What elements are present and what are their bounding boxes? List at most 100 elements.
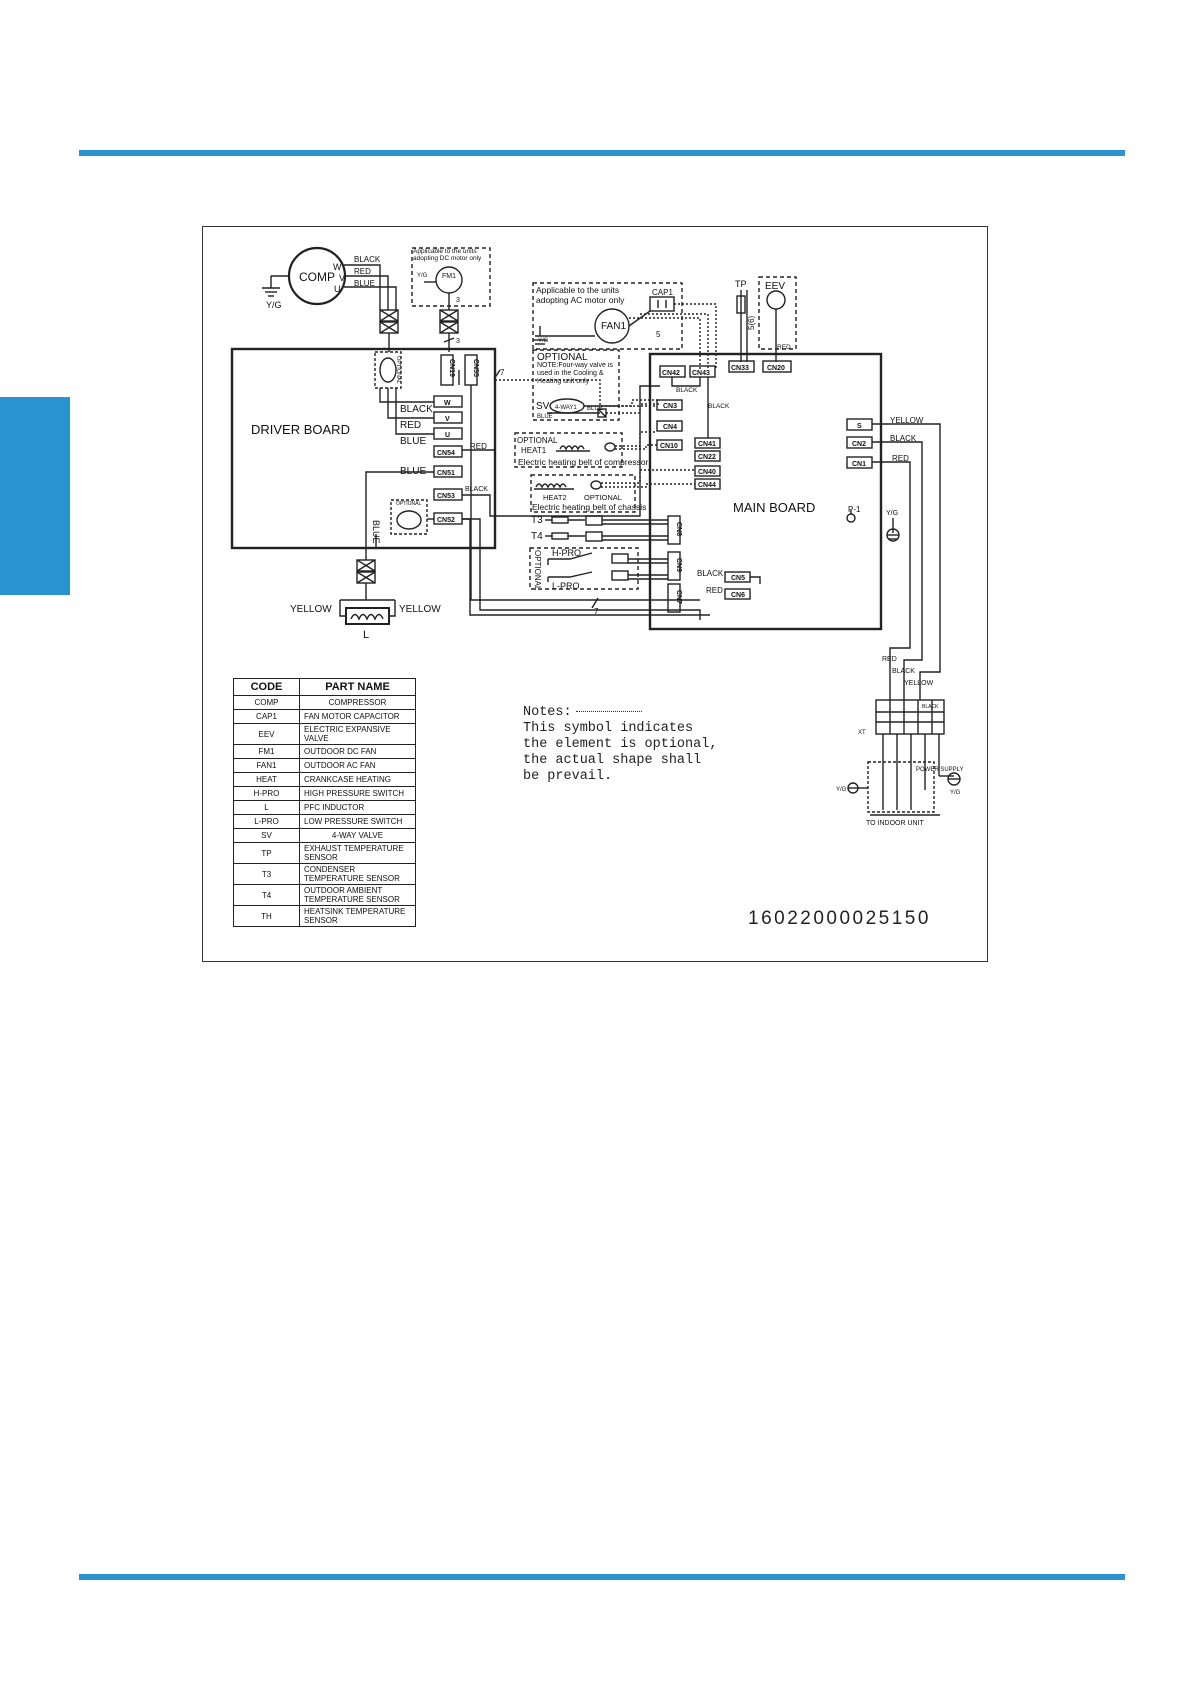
legend-part-name: COMPRESSOR bbox=[299, 695, 416, 710]
legend-header-code: CODE bbox=[233, 678, 300, 696]
main-cn44: CN44 bbox=[698, 482, 716, 489]
legend-code: H-PRO bbox=[233, 786, 300, 801]
legend-code: FM1 bbox=[233, 744, 300, 759]
driver-board-label: DRIVER BOARD bbox=[251, 422, 350, 437]
legend-code: HEAT bbox=[233, 772, 300, 787]
main-cn9: CN9 bbox=[675, 558, 682, 572]
ac-ground-label: Y/G bbox=[538, 338, 549, 344]
comp-wire-blue: BLUE bbox=[354, 279, 375, 288]
inductor-yellow-left: YELLOW bbox=[290, 604, 332, 615]
legend-part-name: FAN MOTOR CAPACITOR bbox=[299, 709, 416, 724]
dc-wire-count-bottom: 3 bbox=[456, 338, 460, 345]
driver-cn-w: W bbox=[444, 400, 451, 407]
main-cn10: CN10 bbox=[660, 443, 678, 450]
main-cn7: CN7 bbox=[675, 590, 682, 604]
right-red-label: RED bbox=[892, 454, 909, 463]
terminal-block-xt bbox=[875, 699, 945, 735]
driver-cn52: CN52 bbox=[437, 517, 455, 524]
power-supply-label: POWER SUPPLY bbox=[916, 767, 964, 773]
cn6-red-label: RED bbox=[706, 586, 723, 595]
heat2-desc: Electric heating belt of chassis bbox=[532, 502, 646, 512]
power-ground-label: Y/G bbox=[950, 790, 961, 796]
comp-label: COMP bbox=[299, 270, 335, 284]
main-cn20: CN20 bbox=[767, 365, 785, 372]
drawing-number: 16022000025150 bbox=[748, 908, 931, 929]
driver-cn-u: U bbox=[445, 432, 450, 439]
bottom-black-label: BLACK bbox=[892, 668, 915, 675]
main-board bbox=[648, 352, 883, 631]
driver-cn55: CN55 bbox=[472, 359, 479, 377]
legend-part-name: 4-WAY VALVE bbox=[299, 828, 416, 843]
pressure-switch-box bbox=[529, 547, 639, 590]
notes-title-line: Notes: bbox=[523, 705, 723, 721]
sv-optional-label: OPTIONAL bbox=[537, 352, 588, 363]
legend-code: TP bbox=[233, 842, 300, 864]
p1-ground-label: Y/G bbox=[886, 510, 898, 517]
cap-wire-count-5: 5 bbox=[656, 330, 661, 339]
main-cn43: CN43 bbox=[692, 370, 710, 377]
driver-cn54: CN54 bbox=[437, 450, 455, 457]
eev-red-label: RED bbox=[777, 344, 791, 351]
legend-code: L-PRO bbox=[233, 814, 300, 829]
driver-wire-blue: BLUE bbox=[400, 436, 426, 447]
dc-fan-box bbox=[411, 247, 491, 307]
right-yellow-label: YELLOW bbox=[890, 416, 924, 425]
cn42-black-label: BLACK bbox=[676, 387, 698, 394]
notes-title: Notes: bbox=[523, 705, 572, 720]
legend-part-name: OUTDOOR AC FAN bbox=[299, 758, 416, 773]
legend-part-name: CONDENSER TEMPERATURE SENSOR bbox=[299, 863, 416, 885]
legend-header-part-name: PART NAME bbox=[299, 678, 416, 696]
main-cn5: CN5 bbox=[731, 575, 745, 582]
comp-terminal-u: U bbox=[334, 284, 341, 294]
cap1-label: CAP1 bbox=[652, 288, 673, 297]
four-way-note: NOTE:Four-way valve is used in the Cooli… bbox=[537, 362, 613, 385]
comp-terminal-v: V bbox=[339, 273, 345, 283]
t4-label: T4 bbox=[531, 531, 543, 542]
main-cn8: CN8 bbox=[675, 522, 682, 536]
driver-wire-black: BLACK bbox=[400, 404, 433, 415]
cn41-black-label: BLACK bbox=[708, 403, 730, 410]
heat2-label: HEAT2 bbox=[543, 493, 567, 502]
legend-part-name: EXHAUST TEMPERATURE SENSOR bbox=[299, 842, 416, 864]
ac-fan-box bbox=[532, 282, 683, 350]
main-cn41: CN41 bbox=[698, 441, 716, 448]
legend-part-name: OUTDOOR DC FAN bbox=[299, 744, 416, 759]
ac-motor-note: Applicable to the units adopting AC moto… bbox=[536, 285, 625, 305]
side-tab bbox=[0, 397, 70, 595]
main-cn6: CN6 bbox=[731, 592, 745, 599]
inductor-label: L bbox=[363, 629, 369, 641]
main-cn33: CN33 bbox=[731, 365, 749, 372]
pressure-optional-vertical: OPTIONAL bbox=[533, 550, 542, 591]
main-cn22: CN22 bbox=[698, 454, 716, 461]
eev-symbol bbox=[766, 290, 786, 310]
main-cn2: CN2 bbox=[852, 441, 866, 448]
optional-symbol-line bbox=[575, 710, 642, 712]
hpro-label: H-PRO bbox=[552, 548, 581, 558]
heat1-label: HEAT1 bbox=[521, 446, 547, 455]
heat1-desc: Electric heating belt of compressor bbox=[518, 457, 649, 467]
p1-label: P-1 bbox=[848, 505, 861, 514]
bottom-rule bbox=[79, 1574, 1125, 1580]
main-cn40: CN40 bbox=[698, 469, 716, 476]
xt-label: XT bbox=[858, 730, 866, 736]
main-cn1: CN1 bbox=[852, 461, 866, 468]
notes-line: the element is optional, bbox=[523, 737, 718, 752]
fan1-label: FAN1 bbox=[601, 321, 626, 332]
driver-optional-vertical: OPTIONAL bbox=[395, 356, 401, 384]
legend-part-name: PFC INDUCTOR bbox=[299, 800, 416, 815]
driver-cn-v: V bbox=[445, 416, 450, 423]
dc-wire-count-top: 3 bbox=[456, 297, 460, 304]
comp-terminal-w: W bbox=[333, 262, 342, 272]
bottom-red-label: RED bbox=[882, 656, 897, 663]
top-rule bbox=[79, 150, 1125, 156]
sv-wire-blue-bottom: BLUE bbox=[537, 414, 553, 420]
sv-box bbox=[532, 349, 620, 421]
driver-wire-blue-2: BLUE bbox=[400, 466, 426, 477]
